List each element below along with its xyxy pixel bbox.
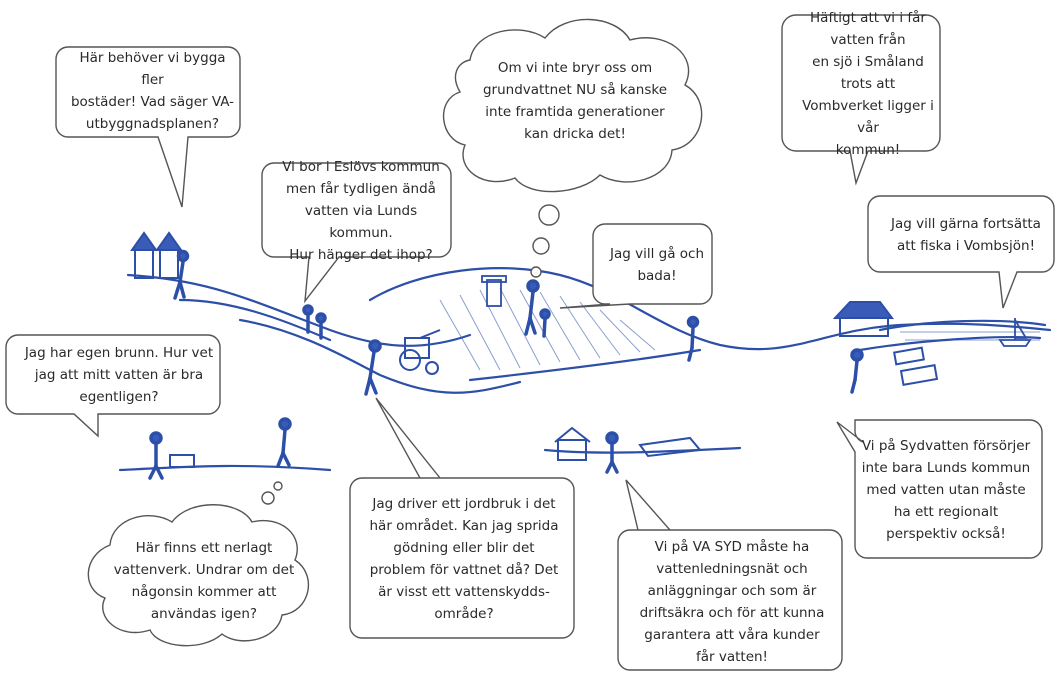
main-hill	[368, 267, 1052, 351]
left-hill-inner	[178, 298, 332, 342]
bubble-housing: Här behöver vi bygga fler bostäder! Vad …	[70, 50, 235, 132]
bubble-smaland-shape	[781, 14, 941, 186]
bubble-farm-shape	[349, 397, 575, 639]
bubble-well: Jag har egen brunn. Hur vet jag att mitt…	[24, 345, 214, 405]
bubble-well-shape	[5, 334, 221, 438]
person-smaland	[686, 315, 700, 362]
person-waterworks	[276, 417, 292, 468]
cloud-groundwater-shape	[443, 18, 703, 193]
person-vasyd	[605, 431, 619, 474]
person-eslov-1	[302, 304, 314, 334]
person-sydvatten	[850, 348, 864, 394]
person-child	[539, 308, 551, 338]
left-hill	[126, 273, 472, 347]
cloud-waterworks-shape	[87, 504, 310, 647]
bubble-sydvatten: Vi på Sydvatten försörjer inte bara Lund…	[861, 438, 1031, 542]
small-building	[481, 275, 507, 307]
person-well	[148, 431, 164, 480]
bubble-groundwater: Om vi inte bryr oss om grundvattnet NU s…	[482, 60, 668, 142]
bubble-waterworks: Här finns ett nerlagt vattenverk. Undrar…	[113, 540, 295, 622]
person-housing	[173, 249, 190, 300]
person-eslov-2	[315, 312, 327, 340]
speech-bubbles	[5, 14, 1055, 671]
sailboat	[998, 318, 1032, 347]
bubble-smaland: Häftigt att vi i får vatten från en sjö …	[802, 10, 934, 158]
thought-clouds	[87, 18, 703, 647]
field-hatching	[439, 287, 1040, 371]
bubble-fish-shape	[867, 195, 1055, 309]
bubble-swim: Jag vill gå och bada!	[609, 246, 705, 284]
people	[148, 249, 864, 480]
ruins	[169, 346, 939, 468]
bubble-swim-shape	[559, 223, 713, 309]
farmhouse-right	[832, 301, 894, 337]
hill-lines	[118, 267, 1052, 472]
bubble-vasyd: Vi på VA SYD måste ha vattenledningsnät …	[639, 539, 825, 665]
bubble-fish: Jag vill gärna fortsätta att fiska i Vom…	[891, 216, 1041, 254]
bubble-eslov-shape	[261, 162, 452, 304]
bubble-farm: Jag driver ett jordbruk i det här område…	[369, 496, 559, 622]
person-swimmer	[524, 279, 540, 336]
tractor	[399, 329, 441, 375]
person-farmer	[364, 339, 382, 396]
bubble-vasyd-shape	[617, 479, 843, 671]
bubble-housing-shape	[55, 46, 241, 208]
houses-left	[130, 231, 183, 279]
bubble-sydvatten-shape	[836, 419, 1043, 559]
thought-dot	[538, 204, 560, 226]
bubble-eslov: Vi bor i Eslövs kommun men får tydligen …	[282, 159, 440, 263]
